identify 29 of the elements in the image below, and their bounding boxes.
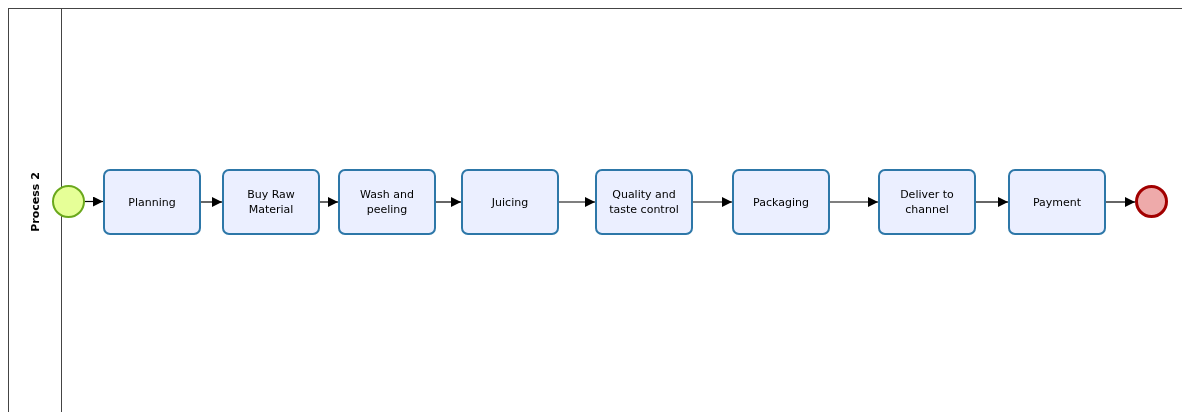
arrow (558, 197, 596, 207)
end-event-circle (1135, 185, 1168, 218)
task-box (878, 169, 976, 235)
task-label: Wash and peeling (359, 187, 415, 217)
arrow (692, 197, 733, 207)
arrow (435, 197, 462, 207)
task-box (338, 169, 436, 235)
arrow (1105, 197, 1136, 207)
arrow (319, 197, 339, 207)
arrow (829, 197, 879, 207)
pool (8, 8, 1182, 412)
arrow (84, 196, 104, 207)
task-label: Payment (1031, 194, 1083, 210)
task-box (103, 169, 201, 235)
arrow (200, 197, 223, 207)
task-label: Quality and taste control (608, 187, 680, 217)
task-box (222, 169, 320, 235)
task-label: Deliver to channel (899, 187, 955, 217)
start-event-circle (52, 185, 85, 218)
task-label: Juicing (490, 194, 530, 210)
task-label: Buy Raw Material (246, 187, 296, 217)
task-box (595, 169, 693, 235)
task-box (461, 169, 559, 235)
pool-label: Process 2 (28, 172, 42, 232)
task-box (732, 169, 830, 235)
task-label: Planning (127, 194, 177, 210)
task-box (1008, 169, 1106, 235)
arrow (975, 197, 1009, 207)
task-label: Packaging (752, 194, 810, 210)
